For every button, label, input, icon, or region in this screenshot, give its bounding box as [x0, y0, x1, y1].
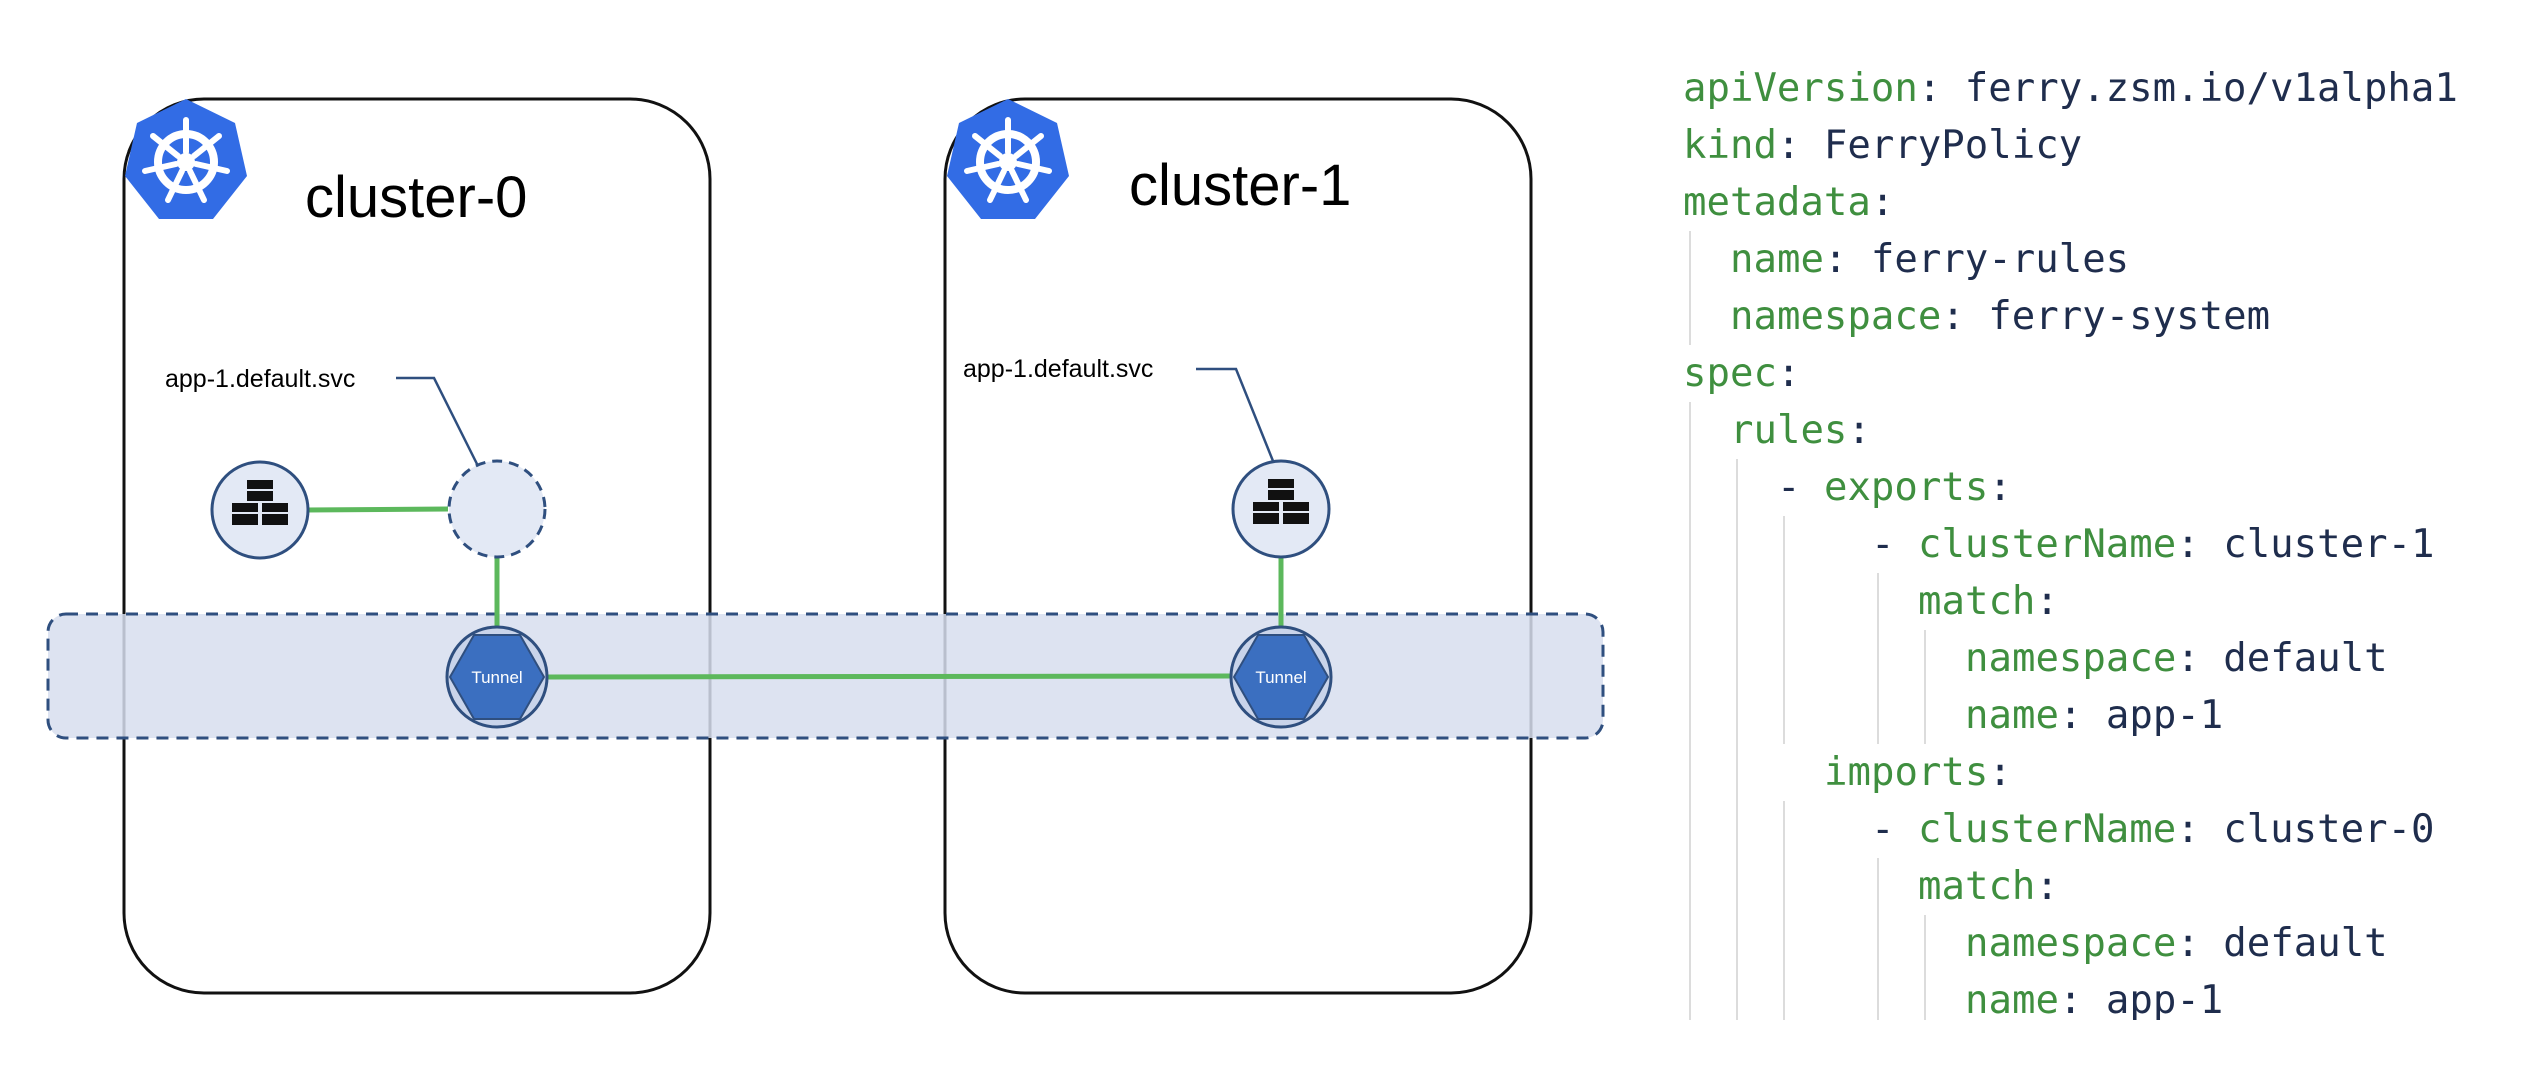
yaml-value: app-1 [2082, 978, 2224, 1020]
yaml-line: match: [1918, 573, 2059, 630]
yaml-key: kind [1683, 123, 1777, 168]
cluster-0-title: cluster-0 [305, 165, 527, 230]
tunnel-node-cluster-1: Tunnel [1229, 625, 1333, 729]
indent-guide [1877, 858, 1879, 1020]
yaml-value: default [2199, 636, 2388, 681]
yaml-key: rules [1730, 408, 1848, 453]
yaml-line: namespace: default [1965, 630, 2388, 687]
service-label-pointer-1 [1196, 367, 1275, 462]
workload-to-service-link [305, 506, 449, 513]
workload-pod-cluster-1 [1231, 459, 1331, 559]
yaml-key: match [1918, 579, 2036, 624]
indent-guide [1924, 630, 1926, 744]
yaml-colon: : [2176, 522, 2200, 567]
yaml-value: app-1 [2082, 693, 2224, 738]
yaml-value: cluster-0 [2199, 807, 2435, 852]
yaml-line: namespace: default [1965, 915, 2388, 972]
yaml-key: imports [1824, 750, 1989, 795]
hexagon-icon [1232, 634, 1330, 720]
yaml-line: match: [1918, 858, 2059, 915]
service-label-cluster-1: app-1.default.svc [963, 355, 1153, 383]
yaml-colon: : [2176, 636, 2200, 681]
yaml-key: exports [1823, 465, 1989, 510]
yaml-line: imports: [1824, 744, 2012, 801]
yaml-colon: : [2035, 864, 2059, 909]
yaml-value: ferry.zsm.io/v1alpha1 [1941, 66, 2458, 111]
indent-guide [1783, 516, 1785, 744]
yaml-value: ferry-rules [1847, 237, 2130, 282]
yaml-key: clusterName [1917, 807, 2177, 852]
yaml-line: name: app-1 [1965, 687, 2223, 744]
yaml-colon: : [1847, 408, 1871, 453]
yaml-line: kind: FerryPolicy [1683, 117, 2082, 174]
yaml-colon: : [1917, 66, 1942, 111]
yaml-key: namespace [1965, 636, 2177, 681]
yaml-line: metadata: [1683, 174, 1894, 231]
yaml-value: ferry-system [1964, 294, 2271, 339]
yaml-key: namespace [1730, 294, 1942, 339]
yaml-key: clusterName [1917, 522, 2177, 567]
yaml-line: apiVersion: ferry.zsm.io/v1alpha1 [1683, 60, 2458, 117]
yaml-value: cluster-1 [2199, 522, 2435, 567]
yaml-line: name: ferry-rules [1730, 231, 2129, 288]
service-label-pointer-0 [396, 376, 480, 467]
yaml-line: spec: [1683, 345, 1800, 402]
workload-pod-cluster-0 [210, 460, 310, 560]
yaml-colon: : [1941, 294, 1965, 339]
yaml-key: name [1730, 237, 1824, 282]
indent-guide [1689, 402, 1691, 1020]
yaml-colon: : [2058, 978, 2083, 1020]
yaml-list-dash: - [1777, 465, 1824, 510]
cluster-0-box [122, 97, 712, 995]
yaml-value: default [2199, 921, 2388, 966]
yaml-colon: : [1988, 750, 2012, 795]
indent-guide [1689, 231, 1691, 345]
hexagon-icon [448, 634, 546, 720]
yaml-line: - clusterName: cluster-0 [1871, 801, 2435, 858]
cubes-icon [230, 478, 290, 527]
tunnel-to-tunnel-link [544, 673, 1235, 680]
yaml-key: namespace [1965, 921, 2177, 966]
yaml-colon: : [1988, 465, 2012, 510]
tunnel-node-cluster-0: Tunnel [445, 625, 549, 729]
yaml-colon: : [1823, 237, 1848, 282]
yaml-key: match [1918, 864, 2036, 909]
indent-guide [1783, 801, 1785, 1020]
yaml-colon: : [1776, 351, 1801, 396]
yaml-colon: : [1870, 180, 1895, 225]
yaml-key: spec [1683, 351, 1777, 396]
tunnel-label: Tunnel [471, 668, 522, 687]
yaml-key: name [1965, 978, 2059, 1020]
yaml-line: - clusterName: cluster-1 [1871, 516, 2435, 573]
yaml-key: apiVersion [1683, 66, 1918, 111]
yaml-line: namespace: ferry-system [1730, 288, 2270, 345]
multi-cluster-diagram: cluster-0 cluster-1 app-1.default.svc ap… [46, 97, 1605, 995]
yaml-list-dash: - [1871, 807, 1918, 852]
cubes-icon [1251, 477, 1311, 526]
kubernetes-icon [125, 99, 247, 219]
yaml-key: metadata [1683, 180, 1871, 225]
yaml-colon: : [2176, 807, 2200, 852]
yaml-colon: : [2058, 693, 2083, 738]
yaml-line: name: app-1 [1965, 972, 2223, 1020]
yaml-value: FerryPolicy [1800, 123, 2083, 168]
yaml-key: name [1965, 693, 2059, 738]
service-label-cluster-0: app-1.default.svc [165, 365, 355, 393]
indent-guide [1736, 459, 1738, 1020]
indent-guide [1924, 915, 1926, 1020]
tunnel-label: Tunnel [1255, 668, 1306, 687]
yaml-colon: : [1776, 123, 1801, 168]
virtual-service-node [447, 459, 547, 559]
cluster-1-title: cluster-1 [1129, 153, 1351, 218]
yaml-colon: : [2176, 921, 2200, 966]
yaml-line: rules: [1730, 402, 1871, 459]
cluster-1-box [943, 97, 1533, 995]
yaml-line: - exports: [1777, 459, 2012, 516]
yaml-list-dash: - [1871, 522, 1918, 567]
yaml-colon: : [2035, 579, 2059, 624]
indent-guide [1877, 573, 1879, 744]
kubernetes-icon [947, 99, 1069, 219]
